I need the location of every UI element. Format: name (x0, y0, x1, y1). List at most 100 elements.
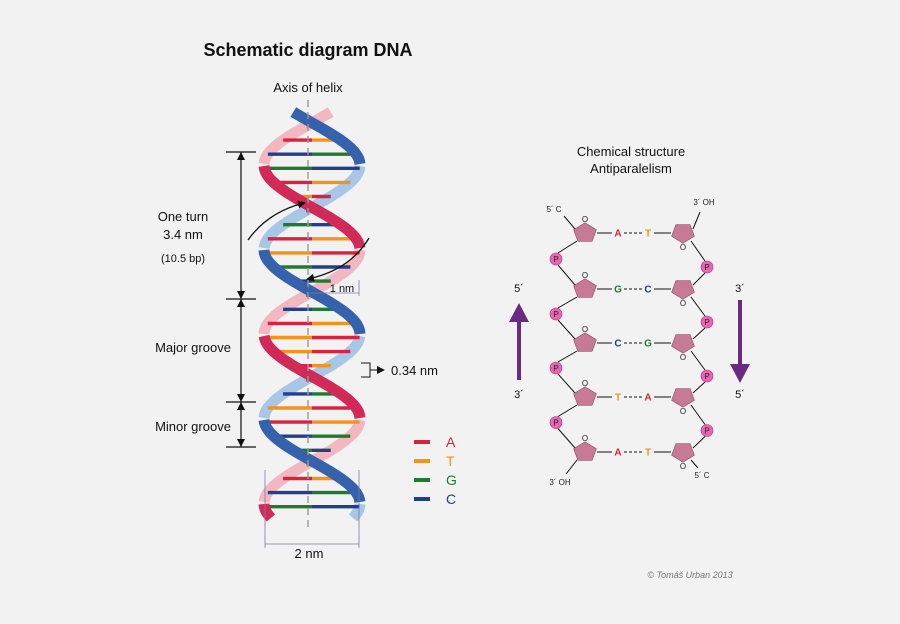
left-backbone-top (563, 215, 576, 230)
major-groove-bracket (226, 299, 256, 403)
phosphate-label: P (704, 318, 709, 327)
rotation-arrow-up-icon (247, 200, 306, 241)
right-backbone-link (690, 240, 706, 262)
left-backbone-link (557, 296, 578, 309)
strand-2-front-segment (258, 334, 366, 419)
oxygen-label: O (582, 325, 588, 334)
left-backbone-link (557, 264, 576, 286)
pair-right-base: A (644, 393, 651, 404)
oxygen-label: O (582, 271, 588, 280)
right-arrow-bottom-label: 5´ (735, 389, 745, 401)
phosphate-label: P (704, 372, 709, 381)
diameter-label: 2 nm (295, 546, 324, 561)
right-sugar (671, 388, 695, 408)
left-backbone-link (557, 240, 578, 254)
left-sugar (573, 278, 597, 298)
pair-left-base: T (615, 393, 621, 404)
radius-marker (308, 280, 360, 296)
right-phosphate (700, 315, 714, 329)
page-title: Schematic diagram DNA (203, 40, 412, 60)
right-sugar (671, 443, 695, 463)
oxygen-label: O (680, 353, 686, 362)
right-sugar (671, 224, 695, 244)
left-bottom-end-label: 3´ OH (549, 478, 571, 487)
one-turn-length: 3.4 nm (163, 227, 203, 242)
right-backbone-link (692, 436, 706, 449)
minor-groove-bracket (226, 402, 256, 448)
right-backbone-link (690, 404, 706, 425)
left-backbone-link (557, 319, 576, 340)
strand-1-front-segment (290, 107, 366, 165)
phosphate-label: P (704, 263, 709, 272)
right-phosphate (700, 424, 714, 437)
one-turn-label: One turn (158, 209, 209, 224)
pair-right-base: G (644, 339, 652, 350)
phosphate-label: P (553, 255, 558, 264)
strand-1-back-segment (348, 503, 366, 522)
phosphate-label: P (553, 364, 558, 373)
left-arrow-bottom-label: 3´ (514, 389, 524, 401)
right-backbone-link (690, 350, 706, 371)
legend-label-c: C (446, 491, 456, 507)
left-phosphate (549, 252, 563, 266)
oxygen-label: O (680, 462, 686, 471)
strand-1-front-segment (258, 249, 366, 335)
right-backbone-top (692, 211, 701, 230)
pair-left-base: C (614, 339, 621, 350)
oxygen-label: O (582, 379, 588, 388)
right-backbone-bottom (690, 459, 699, 469)
left-phosphate (549, 361, 563, 375)
oxygen-label: O (582, 434, 588, 443)
strand-2-front-segment (258, 503, 276, 522)
left-top-end-label: 5´ C (546, 205, 561, 214)
left-arrow-top-label: 5´ (514, 283, 524, 295)
radius-label: 1 nm (330, 283, 354, 295)
pair-left-base: G (614, 285, 622, 296)
strand-1-front-segment (258, 419, 366, 503)
pair-right-base: T (645, 448, 651, 459)
left-backbone-link (557, 350, 578, 363)
pair-right-base: T (645, 229, 651, 240)
oxygen-label: O (680, 243, 686, 252)
right-backbone-link (692, 381, 706, 394)
left-backbone-link (557, 373, 576, 394)
left-sugar (573, 332, 597, 352)
right-sugar (671, 334, 695, 354)
right-backbone-link (692, 327, 706, 340)
right-down-arrow-icon (730, 364, 750, 383)
diameter-marker (264, 470, 360, 548)
axis-label: Axis of helix (273, 80, 343, 95)
left-up-arrow-icon (509, 303, 529, 322)
major-groove-label: Major groove (155, 340, 231, 355)
phosphate-label: P (553, 310, 558, 319)
chemical-title-line1: Chemical structure (577, 144, 685, 159)
right-top-end-label: 3´ OH (693, 198, 715, 207)
oxygen-label: O (680, 407, 686, 416)
left-sugar (573, 386, 597, 406)
pair-left-base: A (614, 448, 621, 459)
pair-right-base: C (644, 285, 651, 296)
copyright-text: © Tomáš Urban 2013 (647, 570, 732, 580)
rotation-arrow-down-icon (306, 237, 370, 282)
rise-label: 0.34 nm (391, 363, 438, 378)
rise-marker (361, 362, 385, 378)
one-turn-bp: (10.5 bp) (161, 253, 205, 265)
strand-2-front-segment (258, 165, 366, 249)
left-backbone-link (557, 428, 576, 449)
legend-label-g: G (446, 472, 457, 488)
right-phosphate (700, 369, 714, 383)
legend-label-a: A (446, 434, 456, 450)
right-bottom-end-label: 5´ C (694, 471, 709, 480)
left-sugar (573, 222, 597, 242)
left-backbone-bottom (565, 459, 578, 475)
left-phosphate (549, 416, 563, 429)
left-phosphate (549, 307, 563, 321)
pair-left-base: A (614, 229, 621, 240)
legend-label-t: T (446, 453, 455, 469)
double-helix (258, 107, 366, 522)
minor-groove-label: Minor groove (155, 419, 231, 434)
